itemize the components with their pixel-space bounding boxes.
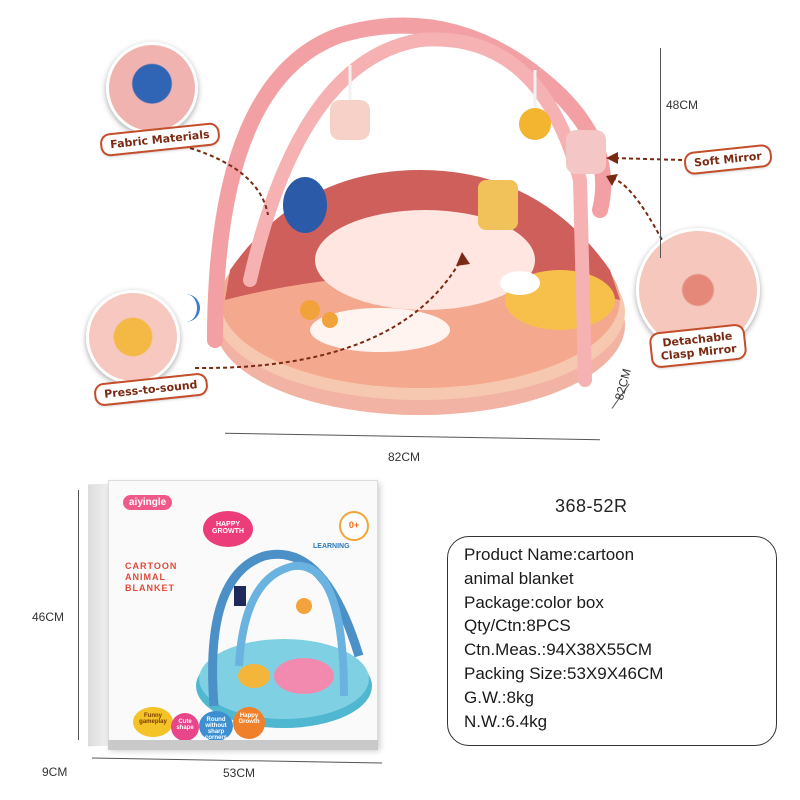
product-info-box: Product Name:cartoon animal blanket Pack… (447, 536, 777, 746)
happy-growth-badge: HAPPY GROWTH (203, 511, 253, 547)
box-bubble-round: Round without sharp corners (199, 711, 233, 741)
info-line-5: Ctn.Meas.:94X38X55CM (464, 640, 653, 660)
box-title-1: CARTOON (125, 561, 178, 571)
info-line-8: N.W.:6.4kg (464, 711, 548, 731)
box-side (88, 483, 110, 747)
box-width-line (92, 757, 382, 764)
brand-logo: aiyingle (123, 495, 173, 510)
info-line-4: Qty/Ctn:8PCS (464, 616, 571, 636)
box-bubble-funny: Funny gameplay (133, 707, 173, 737)
box-bottom (108, 740, 378, 750)
box-bubble-cute: Cute shape (171, 713, 199, 741)
info-line-6: Packing Size:53X9X46CM (464, 663, 664, 683)
box-playmat-art (196, 549, 372, 728)
press-sound-detail-image (86, 290, 180, 384)
play-gym-illustration (189, 17, 683, 415)
box-depth-dimension: 9CM (42, 765, 68, 779)
color-box-image: aiyingle HAPPY GROWTH 0+ LEARNING CARTOO… (88, 472, 378, 752)
box-title-3: BLANKET (125, 583, 175, 593)
box-height-dimension: 46CM (32, 610, 65, 624)
height-dimension-line (660, 48, 661, 258)
width-dimension: 82CM (388, 450, 421, 464)
fabric-detail-image (106, 42, 198, 134)
box-bubble-happy: Happy Growth (233, 707, 265, 739)
info-line-7: G.W.:8kg (464, 687, 534, 707)
box-height-line (78, 490, 79, 740)
height-dimension: 48CM (666, 98, 699, 112)
box-title-2: ANIMAL (125, 572, 166, 582)
learning-label: LEARNING (313, 543, 350, 550)
box-width-dimension: 53CM (223, 766, 256, 780)
age-badge: 0+ (339, 511, 369, 541)
info-line-2: animal blanket (464, 568, 574, 588)
model-number: 368-52R (555, 496, 628, 516)
box-front: aiyingle HAPPY GROWTH 0+ LEARNING CARTOO… (108, 480, 378, 748)
box-title: CARTOON ANIMAL BLANKET (125, 561, 177, 594)
info-line-1: Product Name:cartoon (464, 545, 635, 564)
info-line-3: Package:color box (464, 592, 604, 612)
sound-wave-icon (180, 294, 200, 322)
